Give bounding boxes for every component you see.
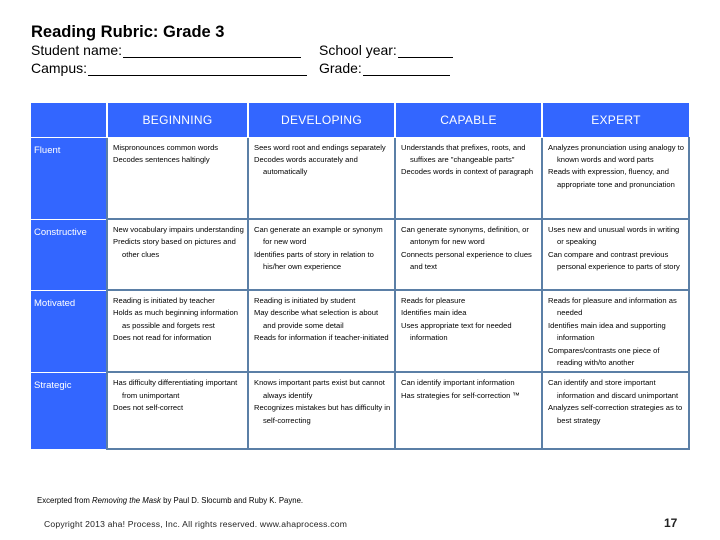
criterion-item: Uses new and unusual words in writing or… (548, 225, 680, 247)
criterion-item: Reads with expression, fluency, and appr… (548, 167, 675, 189)
school-year-field: School year: (319, 42, 453, 58)
criterion-item: Reading is initiated by student (254, 296, 356, 305)
criterion-item: Reading is initiated by teacher (113, 296, 215, 305)
criterion-item: Reads for pleasure (401, 296, 466, 305)
criterion-item: Sees word root and endings separately (254, 142, 386, 152)
rubric-cell-capable: Understands that prefixes, roots, and su… (394, 137, 542, 220)
criterion-item: May describe what selection is about and… (254, 308, 379, 330)
criterion-item: Connects personal experience to clues an… (401, 249, 532, 272)
criterion-item: Can identify and store important informa… (548, 378, 679, 400)
school-year-blank (397, 45, 453, 58)
criterion-item: Reads for pleasure and information as ne… (548, 296, 677, 318)
criterion-item: Analyzes pronunciation using analogy to … (548, 142, 684, 164)
rubric-cell-developing: Can generate an example or synonym for n… (247, 219, 395, 291)
campus-blank (88, 63, 308, 76)
copyright-notice: Copyright 2013 aha! Process, Inc. All ri… (44, 519, 348, 529)
grade-field: Grade: (319, 60, 450, 76)
rubric-cell-expert: Analyzes pronunciation using analogy to … (541, 137, 690, 220)
rubric-cell-expert: Can identify and store important informa… (541, 372, 690, 451)
row-label: Motivated (31, 289, 107, 373)
row-label: Constructive (31, 218, 107, 290)
row-label: Strategic (31, 371, 107, 450)
criterion-item: Can generate synonyms, definition, or an… (401, 225, 529, 247)
column-header-beginning: BEGINNING (106, 103, 248, 138)
rubric-row-strategic: Strategic Has difficulty differentiating … (31, 371, 690, 451)
rubric-cell-developing: Knows important parts exist but cannot a… (247, 372, 395, 451)
criterion-item: Does not read for information (113, 333, 212, 343)
rubric-cell-beginning: Has difficulty differentiating important… (106, 372, 248, 451)
excerpt-note: Excerpted from Removing the Mask by Paul… (37, 496, 303, 505)
criterion-item: Has strategies for self-correction ™ (401, 390, 521, 400)
criterion-item: Can identify important information (401, 378, 515, 388)
excerpt-book-title: Removing the Mask (92, 496, 161, 505)
student-name-blank (123, 45, 302, 58)
criterion-item: Mispronounces common words (113, 142, 219, 152)
criterion-item: Knows important parts exist but cannot a… (254, 378, 385, 400)
criterion-item: Decodes words in context of paragraph (401, 167, 534, 177)
rubric-cell-expert: Uses new and unusual words in writing or… (541, 219, 690, 291)
student-name-label: Student name: (31, 42, 123, 58)
rubric-cell-capable: Can generate synonyms, definition, or an… (394, 219, 542, 291)
criterion-item: Has difficulty differentiating important… (113, 378, 238, 400)
grade-blank (362, 63, 450, 76)
row-label: Fluent (31, 136, 107, 219)
criterion-item: Analyzes self-correction strategies as t… (548, 403, 683, 425)
criterion-item: New vocabulary impairs understanding (113, 225, 244, 234)
page-number: 17 (664, 516, 678, 530)
column-header-expert: EXPERT (541, 103, 689, 138)
criterion-item: Understands that prefixes, roots, and su… (401, 142, 526, 164)
grade-label: Grade: (319, 60, 362, 76)
criterion-item: Decodes words accurately and automatical… (254, 154, 358, 177)
campus-field: Campus: (31, 60, 308, 76)
criterion-item: Holds as much beginning information as p… (113, 308, 238, 330)
page-title: Reading Rubric: Grade 3 (31, 23, 225, 41)
school-year-label: School year: (319, 42, 397, 58)
excerpt-prefix: Excerpted from (37, 496, 93, 505)
corner-header (31, 103, 107, 138)
criterion-item: Reads for information if teacher-initiat… (254, 333, 389, 343)
criterion-item: Recognizes mistakes but has difficulty i… (254, 403, 391, 425)
campus-label: Campus: (31, 60, 88, 76)
student-name-field: Student name: (31, 42, 302, 58)
criterion-item: Can compare and contrast previous person… (548, 249, 680, 272)
column-header-developing: DEVELOPING (247, 103, 395, 138)
criterion-item: Does not self-correct (113, 403, 184, 413)
criterion-item: Compares/contrasts one piece of reading … (548, 345, 660, 368)
rubric-table: BEGINNING DEVELOPING CAPABLE EXPERT Flue… (31, 103, 690, 451)
criterion-item: Predicts story based on pictures and oth… (113, 237, 236, 259)
rubric-header-row: BEGINNING DEVELOPING CAPABLE EXPERT (31, 103, 689, 138)
column-header-capable: CAPABLE (394, 103, 542, 138)
criterion-item: Identifies main idea and supporting info… (548, 320, 666, 343)
criterion-item: Identifies main idea (401, 308, 467, 318)
excerpt-suffix: by Paul D. Slocumb and Ruby K. Payne. (160, 496, 304, 505)
criterion-item: Can generate an example or synonym for n… (254, 225, 383, 247)
criterion-item: Uses appropriate text for needed informa… (401, 320, 512, 343)
criterion-item: Identifies parts of story in relation to… (254, 249, 374, 272)
rubric-cell-expert: Reads for pleasure and information as ne… (541, 290, 690, 374)
criterion-item: Decodes sentences haltingly (113, 154, 210, 164)
